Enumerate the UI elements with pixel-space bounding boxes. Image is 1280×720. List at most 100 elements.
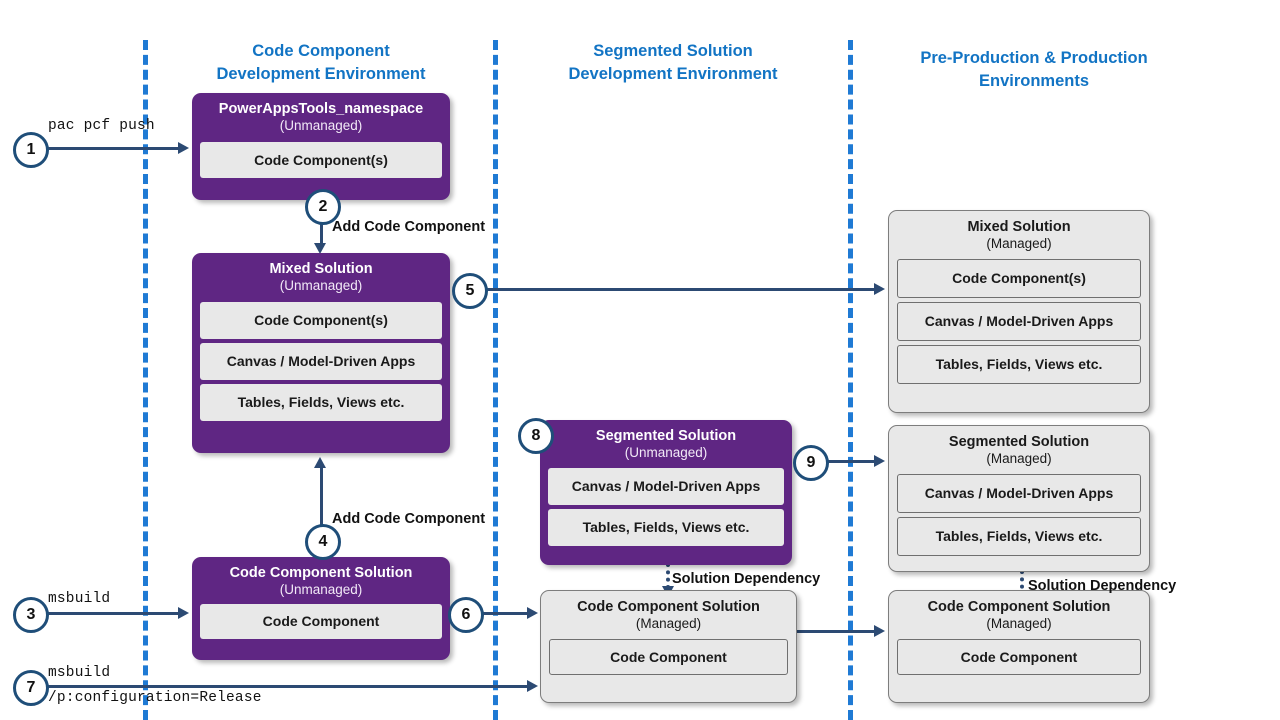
step-badge-6[interactable]: 6 bbox=[448, 597, 484, 633]
column-header-line2: Development Environment bbox=[568, 65, 778, 84]
chip-code-components[interactable]: Code Component(s) bbox=[200, 141, 442, 178]
chip-canvas-model-driven-apps[interactable]: Canvas / Model-Driven Apps bbox=[897, 301, 1141, 341]
column-header-line2: Environments bbox=[978, 72, 1090, 91]
column-header-segmented-solution-dev: Segmented Solution Development Environme… bbox=[537, 40, 809, 87]
chip-code-component[interactable]: Code Component bbox=[200, 603, 442, 639]
arrow-step4 bbox=[314, 457, 326, 468]
box-chip-list: Code Component(s) Canvas / Model-Driven … bbox=[889, 253, 1149, 392]
connector-step4 bbox=[320, 468, 323, 558]
step-badge-3[interactable]: 3 bbox=[13, 597, 49, 633]
column-divider-2 bbox=[493, 40, 498, 720]
box-title: Mixed Solution (Unmanaged) bbox=[192, 253, 450, 295]
arrow-step2 bbox=[314, 243, 326, 254]
box-title: Code Component Solution (Managed) bbox=[541, 591, 796, 633]
box-title: Code Component Solution (Managed) bbox=[889, 591, 1149, 633]
column-divider-1 bbox=[143, 40, 148, 720]
chip-tables-fields-views[interactable]: Tables, Fields, Views etc. bbox=[897, 344, 1141, 384]
label-solution-dependency-prod: Solution Dependency bbox=[1028, 578, 1177, 594]
box-powerappstools-namespace[interactable]: PowerAppsTools_namespace (Unmanaged) Cod… bbox=[192, 93, 450, 200]
box-chip-list: Code Component(s) Canvas / Model-Driven … bbox=[192, 295, 450, 429]
box-chip-list: Canvas / Model-Driven Apps Tables, Field… bbox=[540, 462, 792, 554]
box-code-component-solution-managed-prod[interactable]: Code Component Solution (Managed) Code C… bbox=[888, 590, 1150, 703]
chip-code-component[interactable]: Code Component bbox=[897, 638, 1141, 675]
arrow-step9 bbox=[874, 455, 885, 467]
arrow-step1 bbox=[178, 142, 189, 154]
chip-canvas-model-driven-apps[interactable]: Canvas / Model-Driven Apps bbox=[548, 467, 784, 505]
arrow-step3 bbox=[178, 607, 189, 619]
box-title-text: Code Component Solution bbox=[927, 599, 1111, 615]
chip-tables-fields-views[interactable]: Tables, Fields, Views etc. bbox=[897, 516, 1141, 556]
chip-canvas-model-driven-apps[interactable]: Canvas / Model-Driven Apps bbox=[897, 473, 1141, 513]
box-title: Segmented Solution (Managed) bbox=[889, 426, 1149, 468]
chip-code-components[interactable]: Code Component(s) bbox=[200, 301, 442, 339]
box-subtitle-text: (Unmanaged) bbox=[279, 582, 363, 598]
label-msbuild-release-line2: /p:configuration=Release bbox=[48, 690, 262, 706]
connector-step9 bbox=[823, 460, 875, 463]
step-badge-4[interactable]: 4 bbox=[305, 524, 341, 560]
box-mixed-solution-unmanaged[interactable]: Mixed Solution (Unmanaged) Code Componen… bbox=[192, 253, 450, 453]
column-header-line2: Development Environment bbox=[216, 65, 426, 84]
column-header-line1: Pre-Production & Production bbox=[920, 49, 1148, 67]
connector-step1 bbox=[43, 147, 179, 150]
step-badge-7[interactable]: 7 bbox=[13, 670, 49, 706]
box-title-text: Segmented Solution bbox=[595, 428, 737, 444]
box-title-text: Code Component Solution bbox=[229, 565, 413, 581]
label-msbuild: msbuild bbox=[48, 591, 111, 607]
box-chip-list: Code Component bbox=[541, 633, 796, 683]
box-title-text: Code Component Solution bbox=[577, 599, 760, 615]
step-badge-1[interactable]: 1 bbox=[13, 132, 49, 168]
column-header-line1: Code Component bbox=[252, 42, 390, 60]
box-chip-list: Code Component bbox=[192, 599, 450, 647]
connector-step3 bbox=[43, 612, 179, 615]
arrow-ccs-managed-to-prod bbox=[874, 625, 885, 637]
connector-ccs-managed-to-prod bbox=[795, 630, 875, 633]
chip-tables-fields-views[interactable]: Tables, Fields, Views etc. bbox=[200, 383, 442, 421]
box-title: PowerAppsTools_namespace (Unmanaged) bbox=[192, 93, 450, 135]
connector-step5 bbox=[487, 288, 875, 291]
box-title: Code Component Solution (Unmanaged) bbox=[192, 557, 450, 599]
connector-step6 bbox=[483, 612, 528, 615]
box-chip-list: Code Component(s) bbox=[192, 135, 450, 186]
box-code-component-solution-managed-dev[interactable]: Code Component Solution (Managed) Code C… bbox=[540, 590, 797, 703]
box-subtitle-text: (Unmanaged) bbox=[279, 118, 363, 134]
box-subtitle-text: (Managed) bbox=[986, 451, 1052, 467]
arrow-step5 bbox=[874, 283, 885, 295]
dependency-line-prod bbox=[1020, 570, 1024, 596]
box-subtitle-text: (Unmanaged) bbox=[279, 278, 363, 294]
box-title-text: Mixed Solution bbox=[269, 261, 373, 277]
box-chip-list: Canvas / Model-Driven Apps Tables, Field… bbox=[889, 468, 1149, 564]
box-subtitle-text: (Managed) bbox=[986, 236, 1052, 252]
box-segmented-solution-managed[interactable]: Segmented Solution (Managed) Canvas / Mo… bbox=[888, 425, 1150, 572]
box-subtitle-text: (Managed) bbox=[635, 616, 702, 632]
step-badge-8[interactable]: 8 bbox=[518, 418, 554, 454]
arrow-step6 bbox=[527, 607, 538, 619]
connector-step7 bbox=[43, 685, 528, 688]
column-header-line1: Segmented Solution bbox=[593, 42, 753, 60]
box-title-text: Mixed Solution bbox=[967, 219, 1071, 235]
arrow-step7 bbox=[527, 680, 538, 692]
chip-canvas-model-driven-apps[interactable]: Canvas / Model-Driven Apps bbox=[200, 342, 442, 380]
box-chip-list: Code Component bbox=[889, 633, 1149, 683]
step-badge-5[interactable]: 5 bbox=[452, 273, 488, 309]
box-mixed-solution-managed[interactable]: Mixed Solution (Managed) Code Component(… bbox=[888, 210, 1150, 413]
column-header-preprod-prod: Pre-Production & Production Environments bbox=[880, 47, 1188, 94]
step-badge-2[interactable]: 2 bbox=[305, 189, 341, 225]
box-code-component-solution-unmanaged[interactable]: Code Component Solution (Unmanaged) Code… bbox=[192, 557, 450, 660]
chip-tables-fields-views[interactable]: Tables, Fields, Views etc. bbox=[548, 508, 784, 546]
box-segmented-solution-unmanaged[interactable]: Segmented Solution (Unmanaged) Canvas / … bbox=[540, 420, 792, 565]
box-title: Segmented Solution (Unmanaged) bbox=[540, 420, 792, 462]
chip-code-components[interactable]: Code Component(s) bbox=[897, 258, 1141, 298]
column-header-code-component-dev: Code Component Development Environment bbox=[185, 40, 457, 87]
label-add-code-component-bottom: Add Code Component bbox=[332, 511, 486, 527]
dependency-line-dev bbox=[666, 563, 670, 589]
box-subtitle-text: (Managed) bbox=[986, 616, 1052, 632]
label-pac-pcf-push: pac pcf push bbox=[48, 118, 155, 134]
chip-code-component[interactable]: Code Component bbox=[549, 638, 788, 675]
box-title-text: Segmented Solution bbox=[948, 434, 1090, 450]
label-add-code-component-top: Add Code Component bbox=[332, 219, 486, 235]
label-solution-dependency-dev: Solution Dependency bbox=[672, 571, 821, 587]
box-title: Mixed Solution (Managed) bbox=[889, 211, 1149, 253]
step-badge-9[interactable]: 9 bbox=[793, 445, 829, 481]
column-divider-3 bbox=[848, 40, 853, 720]
